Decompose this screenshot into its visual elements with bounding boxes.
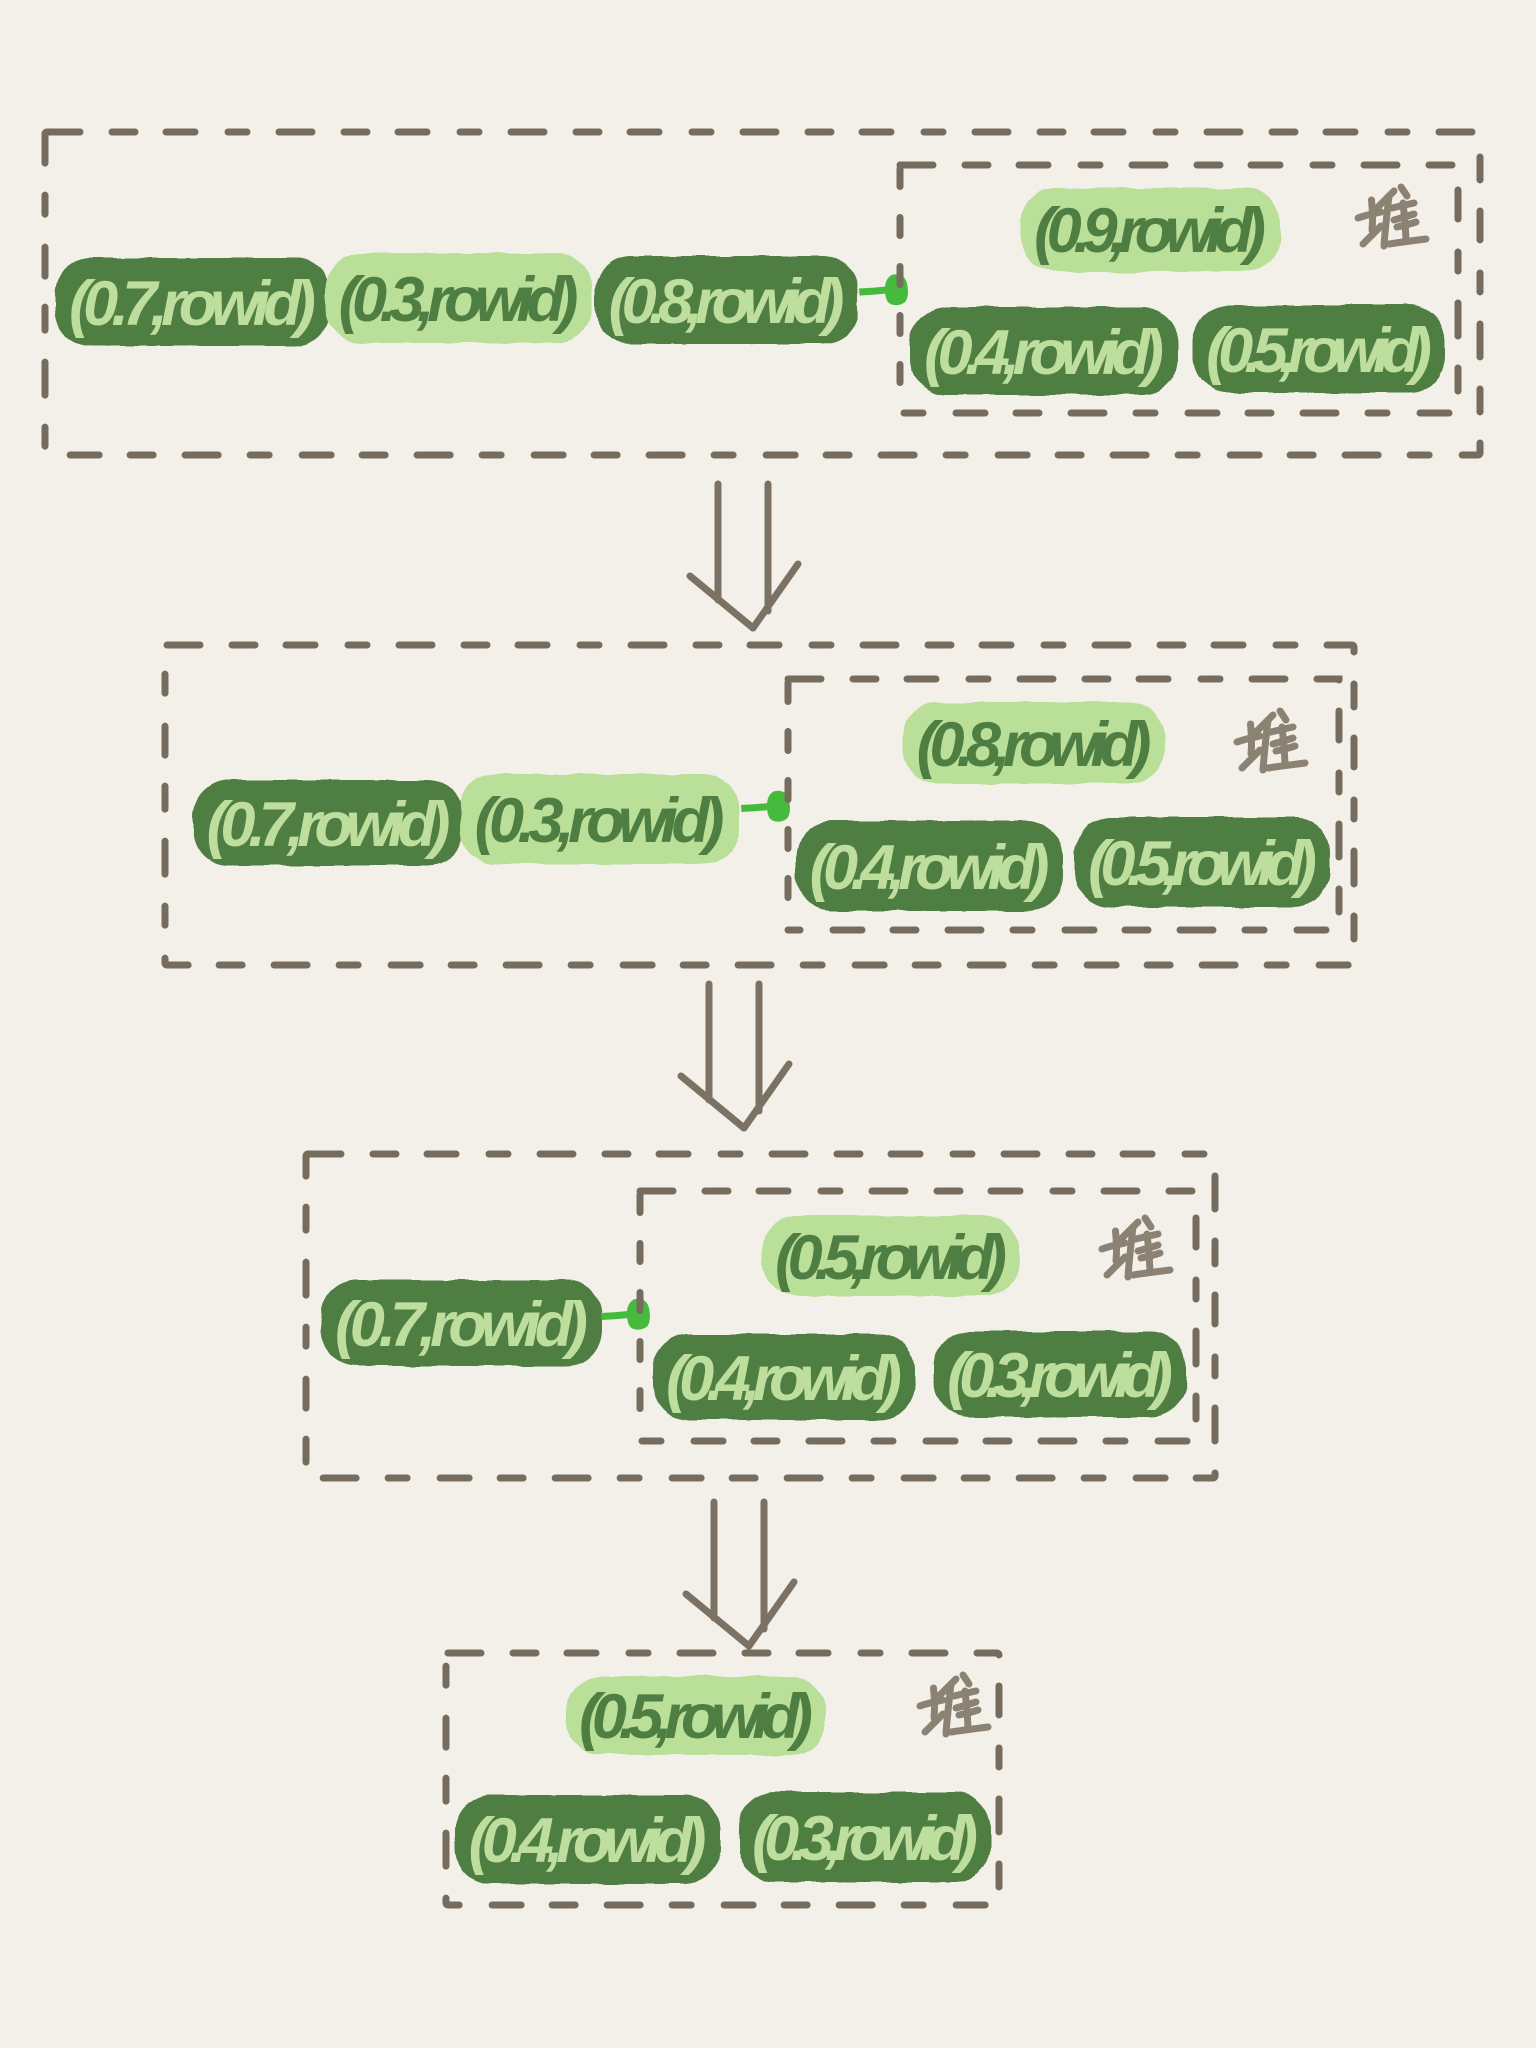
svg-text:(0.8,rowid): (0.8,rowid) xyxy=(609,267,845,337)
svg-text:(0.5,rowid): (0.5,rowid) xyxy=(1206,316,1432,386)
svg-text:(0.3,rowid): (0.3,rowid) xyxy=(947,1341,1173,1411)
svg-text:(0.7,rowid): (0.7,rowid) xyxy=(207,790,451,860)
svg-text:(0.3,rowid): (0.3,rowid) xyxy=(475,786,725,856)
svg-text:(0.4,rowid): (0.4,rowid) xyxy=(469,1806,707,1876)
svg-text:(0.9,rowid): (0.9,rowid) xyxy=(1034,196,1266,266)
svg-text:(0.5,rowid): (0.5,rowid) xyxy=(579,1682,813,1752)
svg-text:(0.5,rowid): (0.5,rowid) xyxy=(775,1223,1007,1293)
svg-text:(0.7,rowid): (0.7,rowid) xyxy=(69,269,316,339)
svg-text:(0.3,rowid): (0.3,rowid) xyxy=(752,1804,978,1874)
svg-text:(0.4,rowid): (0.4,rowid) xyxy=(924,318,1164,388)
svg-text:(0.5,rowid): (0.5,rowid) xyxy=(1088,829,1317,899)
svg-text:(0.8,rowid): (0.8,rowid) xyxy=(917,710,1152,780)
svg-text:(0.3,rowid): (0.3,rowid) xyxy=(339,265,579,335)
svg-text:(0.7,rowid): (0.7,rowid) xyxy=(335,1290,588,1360)
svg-text:(0.4,rowid): (0.4,rowid) xyxy=(810,833,1050,903)
svg-text:(0.4,rowid): (0.4,rowid) xyxy=(666,1344,902,1414)
